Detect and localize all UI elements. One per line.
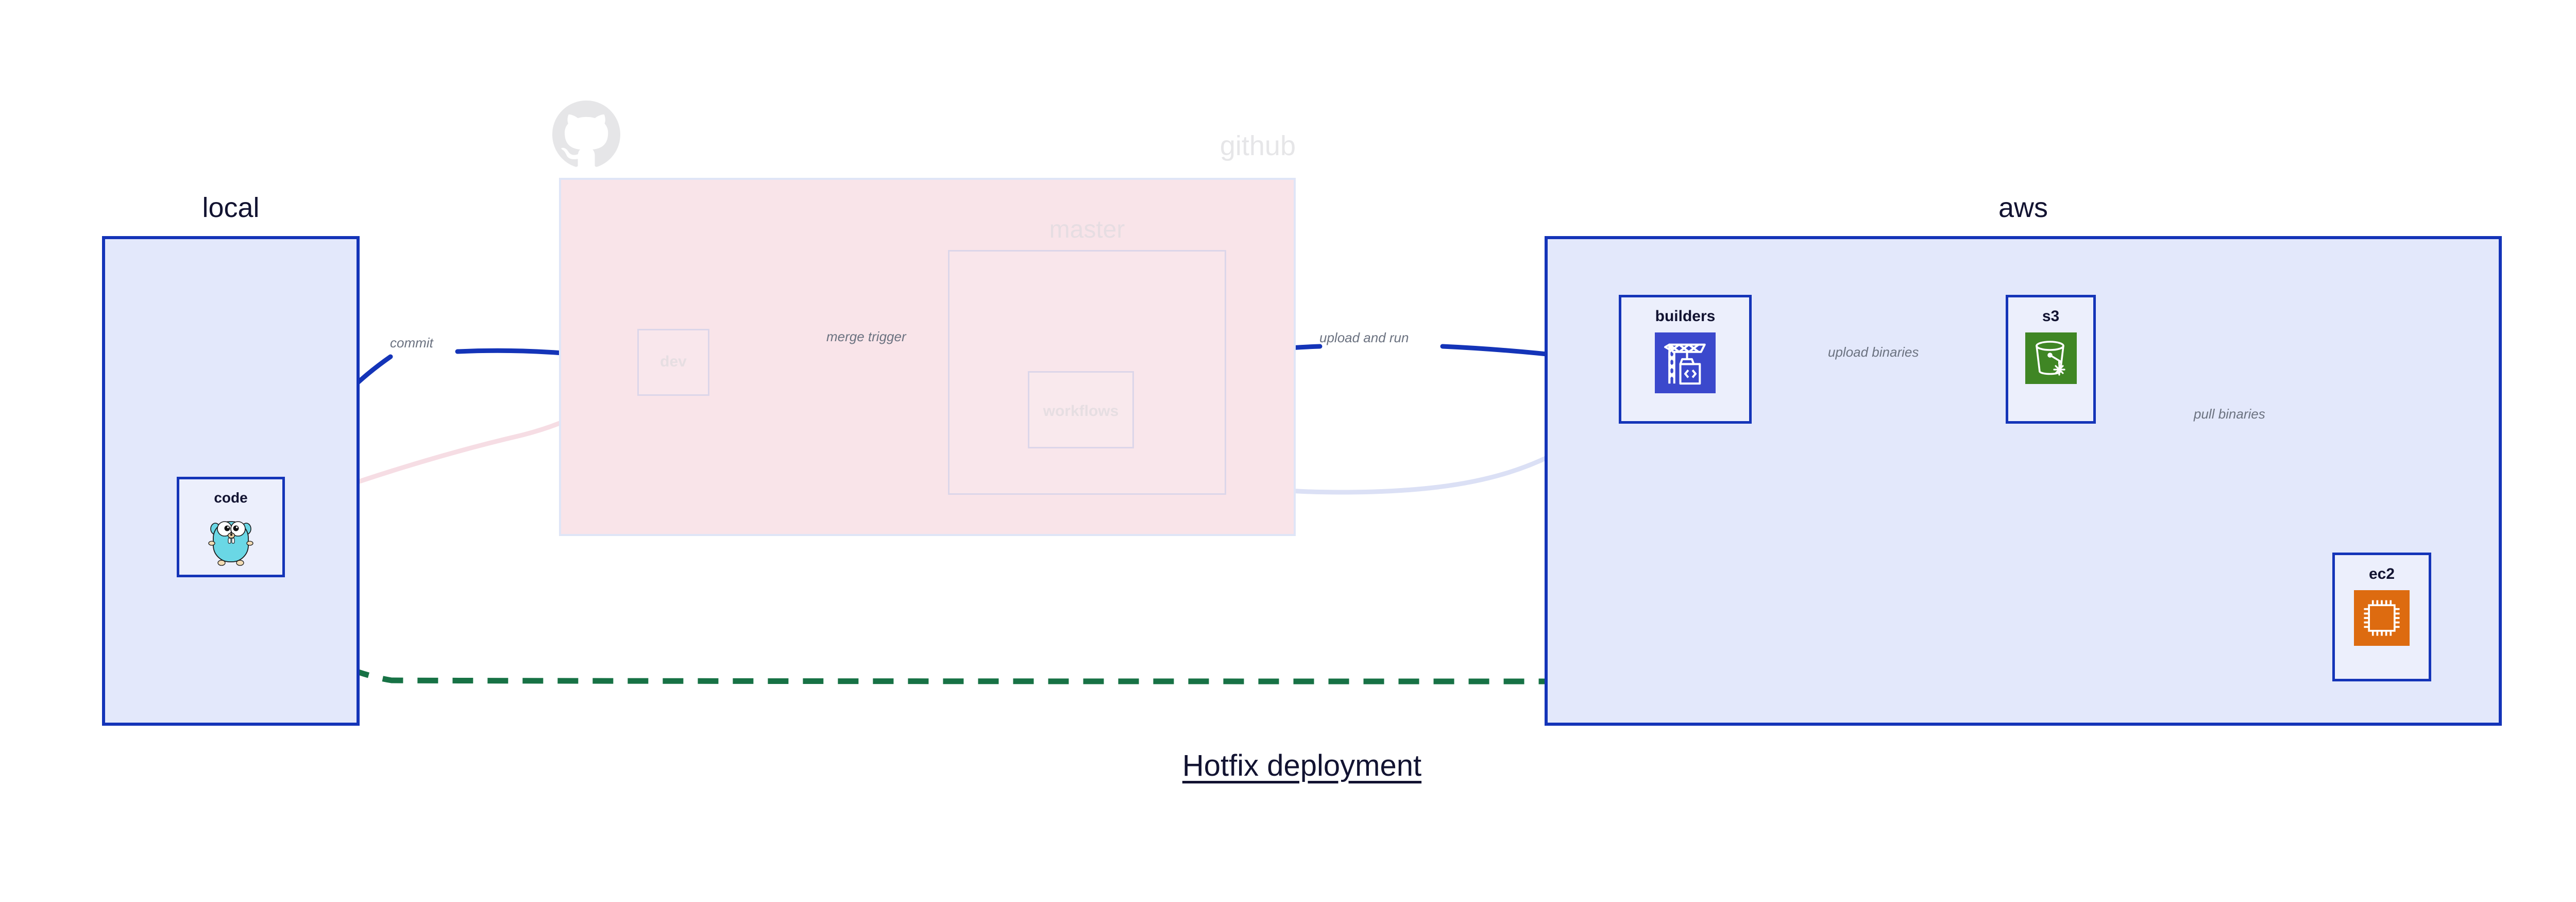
node-builders[interactable]: builders	[1619, 295, 1752, 424]
node-dev[interactable]: dev	[637, 329, 709, 396]
node-ec2[interactable]: ec2	[2332, 553, 2431, 681]
edge-label-upload-and-run: upload and run	[1319, 330, 1409, 345]
aws-s3-bucket-icon	[2025, 332, 2077, 384]
node-ec2-label: ec2	[2368, 565, 2395, 582]
node-workflows-label: workflows	[1043, 403, 1119, 420]
edge-label-merge-trigger: merge trigger	[826, 329, 906, 344]
edge-label-upload-binaries: upload binaries	[1828, 344, 1919, 360]
edge-label-commit: commit	[390, 335, 433, 350]
node-s3[interactable]: s3	[2006, 295, 2096, 424]
node-s3-label: s3	[2042, 308, 2060, 325]
group-github-label: github	[1219, 130, 1296, 161]
github-octocat-icon	[552, 101, 620, 167]
group-master-label: master	[1049, 216, 1125, 243]
node-workflows[interactable]: workflows	[1028, 371, 1134, 448]
group-aws-label: aws	[1998, 192, 2048, 223]
node-builders-label: builders	[1655, 308, 1716, 325]
aws-codebuild-icon	[1655, 332, 1716, 393]
go-gopher-icon	[207, 511, 255, 567]
node-code-label: code	[214, 490, 248, 506]
edge-label-pull-binaries: pull binaries	[2194, 406, 2265, 422]
group-github[interactable]	[559, 178, 1296, 536]
group-local-label: local	[202, 192, 260, 223]
node-code[interactable]: code	[177, 477, 285, 577]
aws-ec2-chip-icon	[2354, 590, 2410, 646]
node-dev-label: dev	[660, 353, 687, 370]
diagram-title: Hotfix deployment	[1182, 749, 1422, 782]
